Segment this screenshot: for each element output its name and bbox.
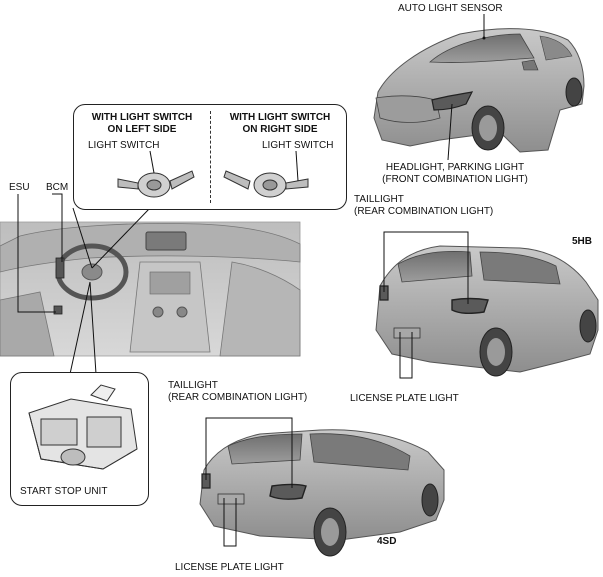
leader-headlight (447, 103, 453, 161)
label-license-plate-hb: LICENSE PLATE LIGHT (350, 393, 459, 404)
callout-right-title-line1: WITH LIGHT SWITCH (229, 112, 331, 123)
callout-left-switch-label: LIGHT SWITCH (88, 140, 160, 151)
callout-left-title-line2: ON LEFT SIDE (107, 124, 177, 135)
callout-divider (210, 111, 211, 203)
leader-taillight-hb (383, 231, 469, 304)
callout-right-title: WITH LIGHT SWITCH ON RIGHT SIDE (216, 112, 344, 136)
label-variant-5hb: 5HB (572, 236, 593, 247)
leader-esu (17, 194, 56, 313)
interior-illustration (0, 221, 301, 357)
front-car-illustration (373, 28, 585, 153)
light-switch-left-drawing (117, 150, 195, 198)
label-variant-4sd: 4SD (377, 536, 397, 547)
rear-hatchback-illustration (375, 245, 599, 377)
leader-license-plate-hb (399, 332, 413, 379)
light-switch-drawings (117, 150, 309, 198)
label-headlight-line1: HEADLIGHT, PARKING LIGHT (385, 162, 525, 173)
start-stop-unit-callout (10, 372, 149, 506)
leader-taillight-sd (205, 417, 293, 488)
label-license-plate-sd: LICENSE PLATE LIGHT (175, 562, 284, 573)
leader-to-start-stop-unit (69, 281, 97, 375)
label-taillight-sd-line1: TAILLIGHT (168, 380, 218, 391)
leader-bcm (52, 193, 63, 262)
start-stop-unit-drawing (28, 384, 138, 470)
label-taillight-hb: TAILLIGHT (REAR COMBINATION LIGHT) (354, 194, 493, 218)
leader-license-plate-sd (223, 498, 237, 547)
label-taillight-hb-line1: TAILLIGHT (354, 194, 404, 205)
label-taillight-sd-line2: (REAR COMBINATION LIGHT) (168, 392, 308, 403)
label-taillight-sd: TAILLIGHT (REAR COMBINATION LIGHT) (168, 380, 307, 404)
callout-right-switch-label: LIGHT SWITCH (262, 140, 334, 151)
label-bcm: BCM (46, 182, 69, 193)
callout-right-title-line2: ON RIGHT SIDE (242, 124, 318, 135)
leader-to-callout (72, 207, 151, 269)
label-auto-light-sensor: AUTO LIGHT SENSOR (398, 3, 503, 14)
label-headlight: HEADLIGHT, PARKING LIGHT (FRONT COMBINAT… (380, 162, 530, 186)
label-esu: ESU (9, 182, 30, 193)
rear-sedan-illustration (199, 429, 445, 557)
callout-left-title-line1: WITH LIGHT SWITCH (91, 112, 193, 123)
light-switch-right-drawing (223, 150, 309, 198)
light-switch-callout (73, 104, 347, 210)
callout-left-title: WITH LIGHT SWITCH ON LEFT SIDE (78, 112, 206, 136)
label-taillight-hb-line2: (REAR COMBINATION LIGHT) (354, 206, 494, 217)
label-headlight-line2: (FRONT COMBINATION LIGHT) (382, 174, 528, 185)
label-start-stop-unit: START STOP UNIT (20, 486, 108, 497)
